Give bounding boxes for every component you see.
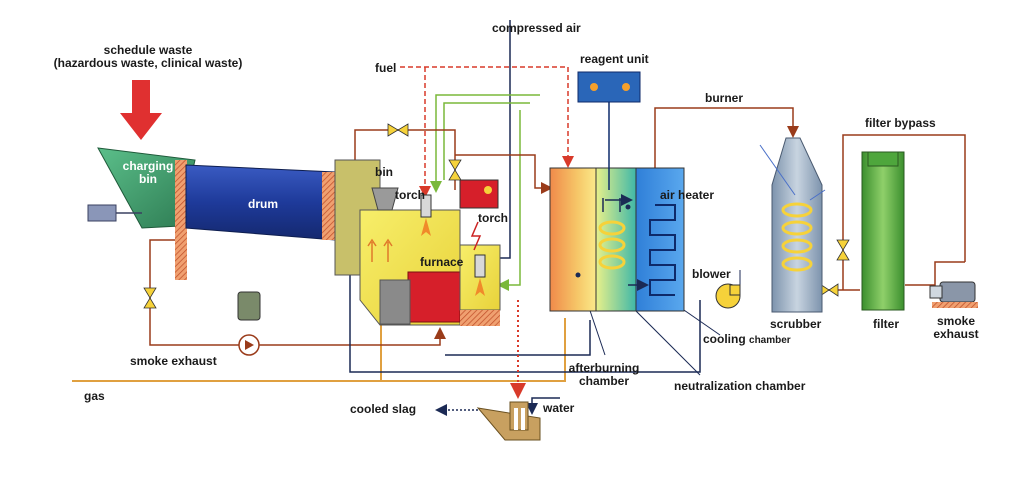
torch-power-box — [459, 179, 499, 209]
scrubber-label: scrubber — [770, 317, 822, 331]
cooled-slag-label: cooled slag — [350, 402, 417, 416]
gas-line — [72, 318, 566, 382]
schedule-waste-label: schedule waste (hazardous waste, clinica… — [38, 44, 258, 70]
cooling-chamber-small: chamber — [749, 335, 791, 346]
flame-arrow-2 — [383, 238, 393, 262]
charging-bin-line2: bin — [139, 172, 157, 186]
smoke-exhaust-right-line1: smoke — [936, 314, 976, 328]
schedule-waste-line1: schedule waste — [103, 43, 193, 57]
smoke-exhaust-left-label: smoke exhaust — [130, 354, 217, 368]
afterburning-chamber — [549, 167, 597, 312]
furnace-grey-plate — [379, 279, 411, 325]
water-line — [526, 397, 560, 415]
drum-label: drum — [248, 197, 278, 211]
afterburning-chamber-label: afterburning chamber — [565, 362, 643, 388]
smoke-exhaust-fan-right — [939, 281, 976, 303]
slag-quench-tank — [476, 407, 541, 441]
water-label: water — [543, 401, 575, 415]
air-heater-coil — [649, 204, 676, 296]
afterburn-feed-line — [455, 154, 553, 194]
torch-lower-label: torch — [478, 211, 508, 225]
filter-bypass-line — [842, 134, 966, 290]
torch-upper-label: torch — [395, 188, 425, 202]
charging-bin-ram — [87, 204, 117, 222]
gas-label: gas — [84, 389, 105, 403]
bin-hopper — [371, 187, 399, 211]
compressed-air-label: compressed air — [492, 21, 581, 35]
waste-input-arrow — [120, 80, 162, 140]
air-line-green-3 — [497, 110, 521, 291]
scrubber — [771, 137, 823, 313]
afterburning-line1: afterburning — [568, 361, 640, 375]
fuel-label: fuel — [375, 61, 397, 75]
schedule-waste-line2: (hazardous waste, clinical waste) — [53, 56, 243, 70]
furnace-label: furnace — [420, 255, 464, 269]
smoke-exhaust-right-line2: exhaust — [933, 327, 979, 341]
smoke-exhaust-motor — [237, 291, 261, 321]
return-line-2 — [445, 320, 591, 356]
cooling-text: cooling — [703, 332, 746, 346]
air-heater-label: air heater — [660, 188, 715, 202]
valve-icon — [143, 123, 850, 309]
reagent-unit-label: reagent unit — [580, 52, 649, 66]
charging-bin-line1: charging — [122, 159, 174, 173]
blower-label: blower — [692, 267, 731, 281]
air-line-green-2 — [443, 102, 530, 180]
support-hatch-left — [175, 160, 187, 280]
filter — [861, 151, 905, 311]
charging-bin-label: charging bin — [118, 160, 178, 186]
air-line-green-1 — [430, 94, 540, 193]
return-line-1 — [349, 250, 701, 373]
furnace-red-chamber — [407, 271, 461, 323]
filter-label: filter — [873, 317, 900, 331]
filter-outlet-line — [905, 261, 965, 286]
smoke-exhaust-right-label: smoke exhaust — [928, 315, 984, 341]
fuel-line — [400, 66, 574, 168]
torch-lower — [474, 254, 486, 278]
flame-arrow-1 — [367, 238, 377, 262]
filter-bypass-label: filter bypass — [865, 116, 936, 130]
bin-label: bin — [375, 165, 393, 179]
torch-upper — [420, 194, 432, 218]
reagent-unit — [577, 71, 641, 103]
afterburning-line2: chamber — [578, 374, 630, 388]
cooling-chamber-label: cooling chamber — [703, 333, 791, 347]
scrubber-spiral — [781, 202, 813, 272]
smoke-exhaust-line — [149, 239, 446, 346]
neutralization-chamber-label: neutralization chamber — [674, 379, 806, 393]
burner-label: burner — [705, 91, 744, 105]
burner-line — [654, 107, 799, 168]
neutralization-spiral — [598, 220, 626, 270]
